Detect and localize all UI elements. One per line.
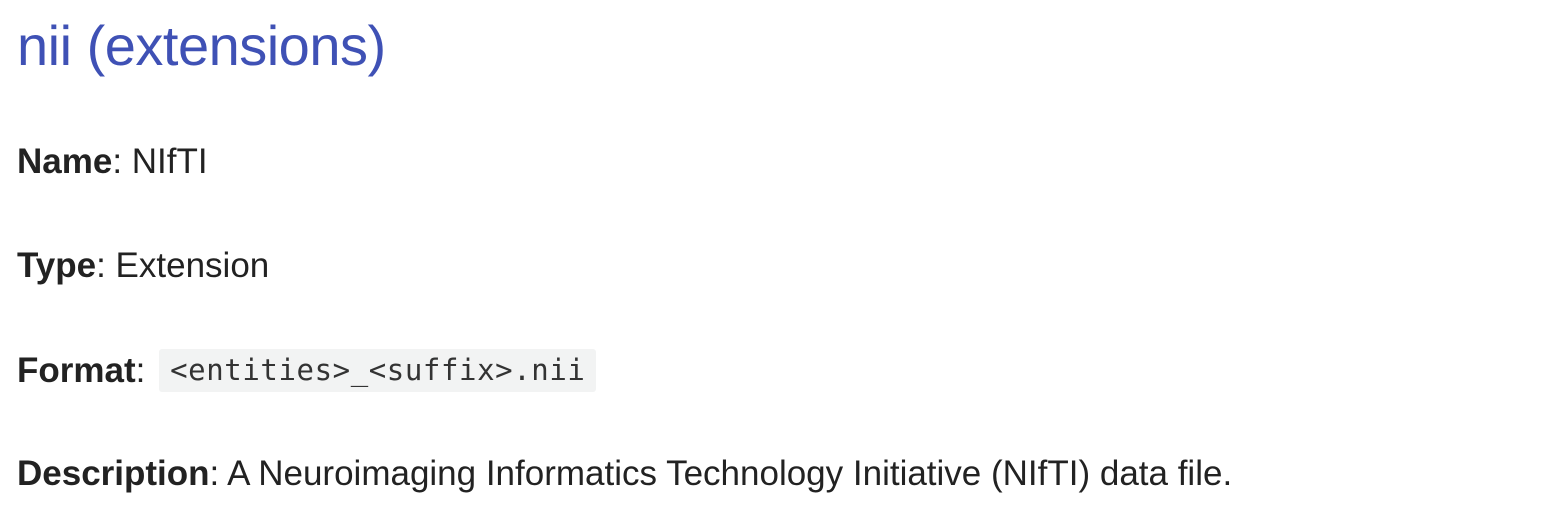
page-title: nii (extensions) bbox=[17, 14, 386, 77]
description-value: A Neuroimaging Informatics Technology In… bbox=[227, 454, 1233, 493]
format-label: Format bbox=[17, 351, 136, 390]
type-separator: : bbox=[96, 246, 116, 285]
type-label: Type bbox=[17, 246, 97, 285]
name-value: NIfTI bbox=[131, 142, 208, 181]
document-page: nii (extensions) Name: NIfTI Type: Exten… bbox=[17, 0, 1556, 524]
name-field: Name: NIfTI bbox=[17, 140, 208, 184]
description-separator: : bbox=[209, 454, 228, 493]
description-label: Description bbox=[17, 454, 210, 493]
format-field: Format: <entities>_<suffix>.nii bbox=[17, 348, 597, 393]
format-separator: : bbox=[135, 351, 146, 390]
name-separator: : bbox=[112, 142, 132, 181]
description-field: Description: A Neuroimaging Informatics … bbox=[17, 452, 1232, 496]
format-value-code: <entities>_<suffix>.nii bbox=[159, 349, 597, 392]
type-field: Type: Extension bbox=[17, 244, 269, 288]
type-value: Extension bbox=[115, 246, 270, 285]
name-label: Name bbox=[17, 142, 113, 181]
